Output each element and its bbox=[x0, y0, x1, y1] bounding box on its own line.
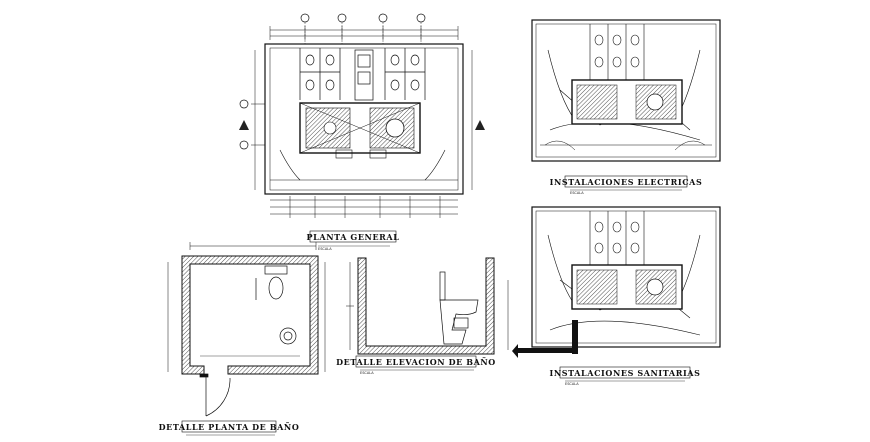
bottom-dimension-lines bbox=[270, 196, 458, 218]
detalle-planta-bano-drawing: DETALLE PLANTA DE BAÑO bbox=[159, 242, 326, 436]
scale-label-elevacion: ESCALA bbox=[360, 371, 374, 375]
bathroom-walls bbox=[181, 255, 319, 375]
sink-fixture bbox=[279, 327, 297, 345]
instalaciones-sanitarias-drawing: INSTALACIONES SANITARIAS ESCALA bbox=[512, 206, 721, 386]
toilet-stalls-top bbox=[299, 48, 426, 101]
grid-bubbles-left bbox=[239, 99, 485, 150]
instalaciones-electricas-drawing: INSTALACIONES ELECTRICAS ESCALA bbox=[531, 19, 721, 195]
elevation-walls bbox=[357, 257, 495, 355]
toilet-fixture bbox=[255, 265, 288, 300]
scale-label-sanitarias: ESCALA bbox=[565, 382, 579, 386]
grid-bubbles-top bbox=[300, 13, 426, 44]
door-swing bbox=[199, 373, 231, 417]
top-dimension-lines bbox=[269, 26, 459, 40]
planta-general-outer-frame bbox=[264, 43, 464, 195]
title-detalle-elevacion-bano: DETALLE ELEVACION DE BAÑO bbox=[336, 357, 496, 367]
scale-label-electricas: ESCALA bbox=[570, 191, 584, 195]
title-planta-general: PLANTA GENERAL bbox=[307, 232, 400, 242]
scale-label-planta: ESCALA bbox=[318, 247, 332, 251]
elevation-toilet bbox=[439, 271, 479, 345]
title-instalaciones-sanitarias: INSTALACIONES SANITARIAS bbox=[550, 368, 701, 378]
title-instalaciones-electricas: INSTALACIONES ELECTRICAS bbox=[550, 177, 703, 187]
detalle-elevacion-bano-drawing: DETALLE ELEVACION DE BAÑO ESCALA bbox=[336, 257, 509, 375]
central-core bbox=[299, 102, 421, 154]
title-detalle-planta-bano: DETALLE PLANTA DE BAÑO bbox=[159, 422, 300, 432]
drain-pipes bbox=[512, 320, 578, 358]
planta-general-drawing: PLANTA GENERAL ESCALA bbox=[239, 13, 485, 251]
